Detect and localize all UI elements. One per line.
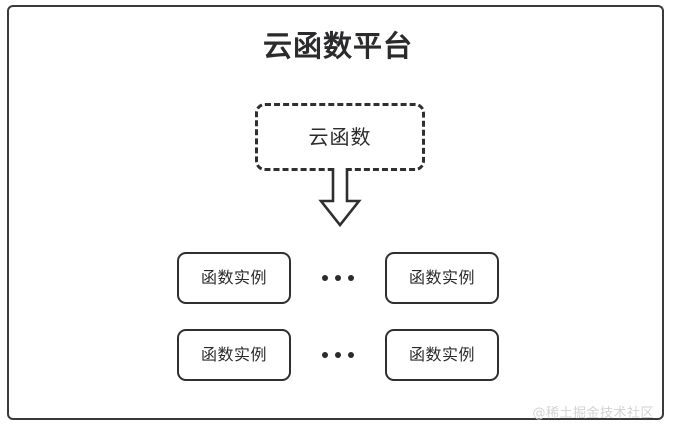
cloud-function-node-label: 云函数 <box>308 125 372 149</box>
function-instance-box: 函数实例 <box>385 252 499 304</box>
ellipsis-dot <box>322 352 328 358</box>
page-title: 云函数平台 <box>262 29 413 63</box>
function-instance-label: 函数实例 <box>200 345 267 364</box>
cloud-function-node: 云函数 <box>255 103 425 171</box>
ellipsis-dot <box>348 352 354 358</box>
ellipsis-dot <box>322 275 328 281</box>
function-instance-box: 函数实例 <box>177 252 291 304</box>
ellipsis-icon <box>291 329 385 381</box>
ellipsis-icon <box>291 252 385 304</box>
function-instance-box: 函数实例 <box>385 329 499 381</box>
function-instance-row: 函数实例 函数实例 <box>0 329 676 381</box>
function-instance-label: 函数实例 <box>200 268 267 287</box>
ellipsis-dot <box>348 275 354 281</box>
function-instance-label: 函数实例 <box>408 268 475 287</box>
function-instance-label: 函数实例 <box>408 345 475 364</box>
down-block-arrow-icon <box>316 168 364 228</box>
function-instance-box: 函数实例 <box>177 329 291 381</box>
ellipsis-dot <box>335 352 341 358</box>
ellipsis-dot <box>335 275 341 281</box>
function-instance-row: 函数实例 函数实例 <box>0 252 676 304</box>
watermark: @稀土掘金技术社区 <box>532 406 654 421</box>
